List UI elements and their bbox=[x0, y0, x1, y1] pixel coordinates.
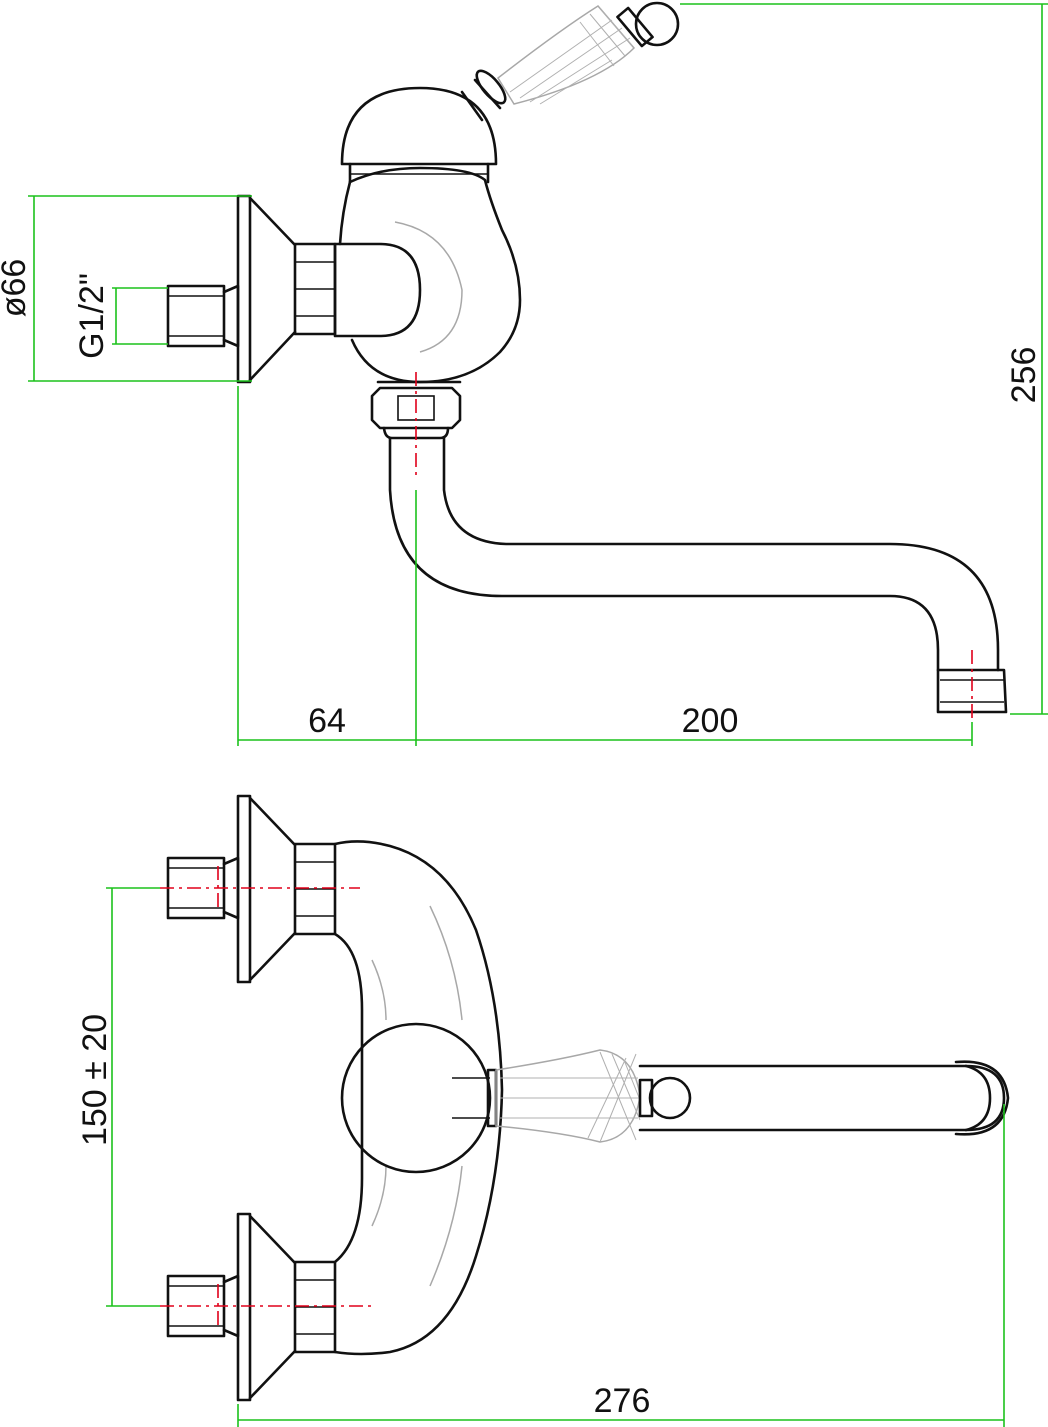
top-ceramic-lever bbox=[486, 1049, 692, 1143]
dimension-thread: G1/2" bbox=[73, 273, 168, 359]
top-spout bbox=[638, 1060, 1010, 1136]
side-spout bbox=[388, 436, 1008, 714]
dimension-flange-diameter: ø66 bbox=[0, 195, 252, 382]
side-faucet-body bbox=[333, 166, 522, 384]
label-inlet-spacing: 150 ± 20 bbox=[76, 1014, 114, 1146]
side-dome-cap bbox=[340, 86, 498, 184]
top-upper-flange bbox=[236, 794, 297, 984]
label-thread: G1/2" bbox=[73, 273, 111, 359]
side-inlet-connector bbox=[166, 284, 240, 348]
label-spout-reach: 200 bbox=[682, 702, 739, 740]
dimension-inlet-spacing: 150 ± 20 bbox=[76, 887, 160, 1307]
dimension-height: 256 bbox=[680, 3, 1048, 715]
label-wall-to-axis: 64 bbox=[308, 702, 346, 740]
side-wall-flange bbox=[236, 194, 297, 384]
top-upper-hex-nut bbox=[293, 842, 337, 936]
top-round-cap bbox=[340, 1022, 492, 1174]
side-center-lines bbox=[415, 372, 973, 722]
top-center-lines bbox=[160, 866, 374, 1328]
top-faucet-body bbox=[333, 840, 504, 1356]
dimension-total-depth: 276 bbox=[237, 1104, 1005, 1427]
label-total-depth: 276 bbox=[594, 1382, 651, 1420]
top-lower-flange bbox=[236, 1212, 297, 1402]
label-height: 256 bbox=[1005, 347, 1043, 404]
dimension-horizontal-side: 64 200 bbox=[237, 386, 973, 746]
side-lever-handle bbox=[460, 1, 680, 122]
side-hex-nut bbox=[293, 242, 337, 336]
label-flange-diameter: ø66 bbox=[0, 259, 33, 318]
top-view: 150 ± 20 276 bbox=[76, 794, 1010, 1427]
side-view: ø66 G1/2" 256 64 200 bbox=[0, 1, 1048, 746]
top-lower-hex-nut bbox=[293, 1260, 337, 1354]
